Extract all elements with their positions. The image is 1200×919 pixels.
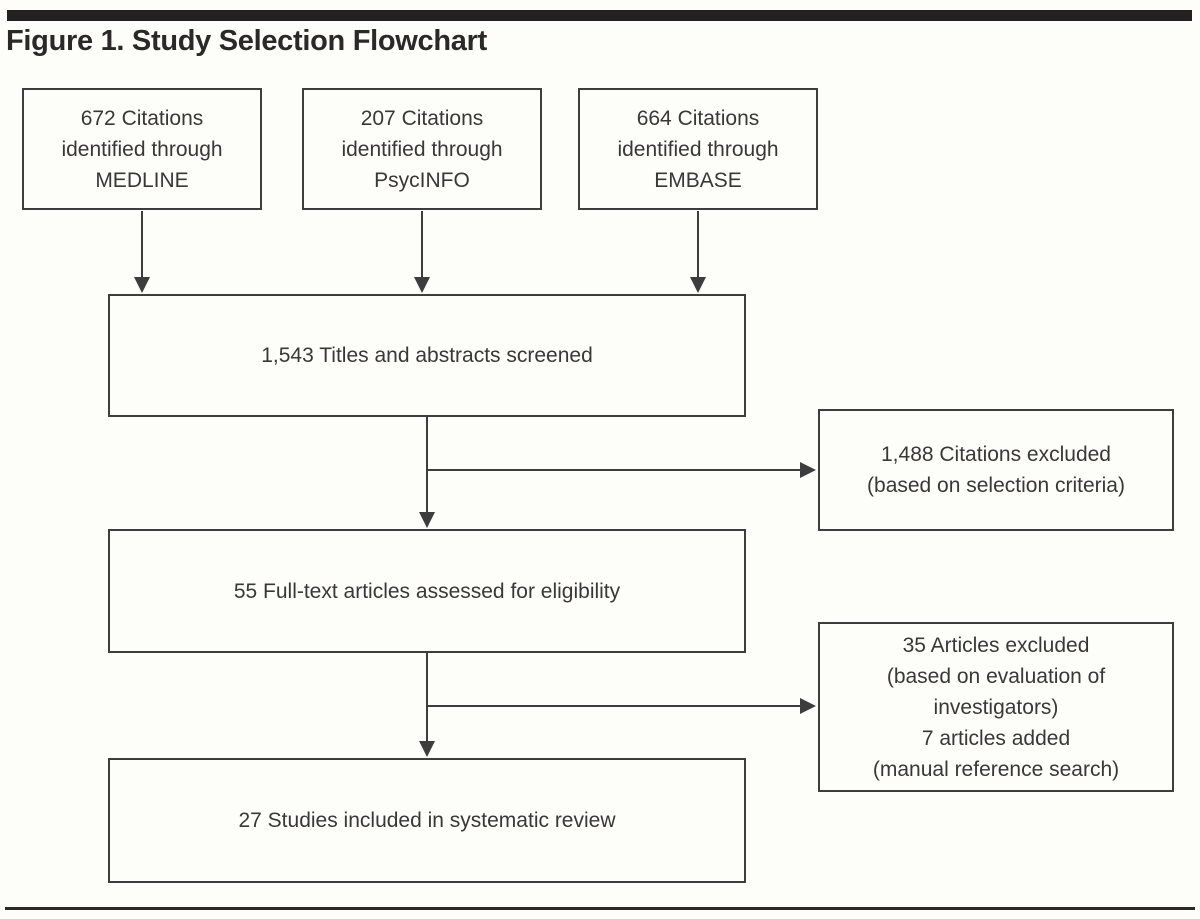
node-source-embase: 664 Citations identified through EMBASE bbox=[578, 88, 818, 210]
arrow-screened-to-excluded bbox=[427, 462, 816, 478]
arrow-fulltext-to-excluded bbox=[427, 698, 816, 714]
node-source-embase-label: 664 Citations identified through EMBASE bbox=[617, 106, 779, 192]
figure-title: Figure 1. Study Selection Flowchart bbox=[6, 25, 487, 57]
node-excluded-screening-label: 1,488 Citations excluded (based on selec… bbox=[867, 443, 1125, 497]
node-included: 27 Studies included in systematic review bbox=[108, 758, 746, 883]
node-fulltext-label: 55 Full-text articles assessed for eligi… bbox=[233, 579, 621, 603]
node-excluded-fulltext: 35 Articles excluded (based on evaluatio… bbox=[818, 622, 1174, 792]
arrow-embase-to-screened bbox=[690, 211, 706, 293]
node-source-medline: 672 Citations identified through MEDLINE bbox=[22, 88, 262, 210]
arrow-fulltext-to-included bbox=[419, 653, 435, 757]
node-included-label: 27 Studies included in systematic review bbox=[238, 809, 616, 832]
node-screened-label: 1,543 Titles and abstracts screened bbox=[261, 344, 593, 367]
node-excluded-screening: 1,488 Citations excluded (based on selec… bbox=[818, 409, 1174, 531]
node-fulltext: 55 Full-text articles assessed for eligi… bbox=[108, 529, 746, 653]
figure-bottom-rule bbox=[5, 907, 1195, 910]
figure-top-rule bbox=[7, 10, 1192, 21]
node-screened: 1,543 Titles and abstracts screened bbox=[108, 294, 746, 417]
arrow-medline-to-screened bbox=[134, 211, 150, 293]
arrow-screened-to-fulltext bbox=[419, 417, 435, 528]
node-source-psycinfo-label: 207 Citations identified through PsycINF… bbox=[341, 106, 503, 192]
node-source-medline-label: 672 Citations identified through MEDLINE bbox=[61, 106, 223, 192]
arrow-psycinfo-to-screened bbox=[414, 211, 430, 293]
node-source-psycinfo: 207 Citations identified through PsycINF… bbox=[302, 88, 542, 210]
node-excluded-fulltext-label: 35 Articles excluded (based on evaluatio… bbox=[872, 633, 1120, 781]
